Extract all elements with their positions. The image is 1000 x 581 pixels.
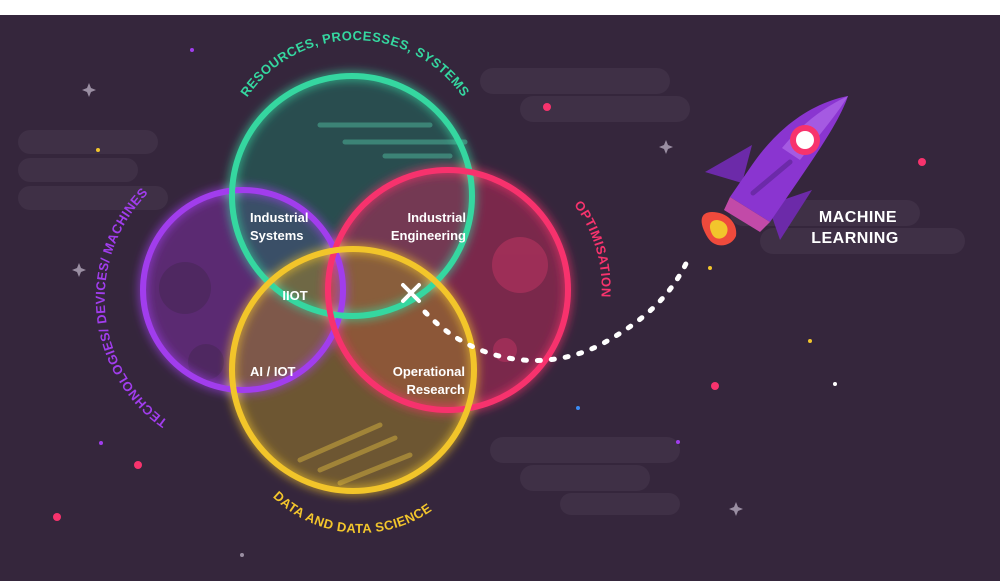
star-icon bbox=[72, 83, 743, 516]
region-label-operational-research-2: Research bbox=[406, 382, 465, 397]
rocket-icon bbox=[701, 96, 848, 246]
region-label-industrial-engineering-2: Engineering bbox=[391, 228, 466, 243]
rocket-trajectory bbox=[422, 252, 693, 363]
circle-technologies bbox=[140, 187, 346, 393]
region-label-industrial-systems-2: Systems bbox=[250, 228, 303, 243]
green-texture bbox=[317, 122, 468, 159]
venn-fills bbox=[143, 76, 568, 491]
moon-icon bbox=[159, 262, 224, 380]
region-label-ai-iot: AI / IOT bbox=[250, 364, 296, 379]
background-dots bbox=[53, 48, 926, 557]
machine-learning-label-1: MACHINE bbox=[819, 209, 897, 226]
region-label-operational-research-1: Operational bbox=[393, 364, 465, 379]
region-label-industrial-engineering-1: Industrial bbox=[407, 210, 466, 225]
venn-outlines bbox=[140, 73, 571, 494]
circle-data bbox=[229, 246, 477, 494]
circle-optimisation bbox=[325, 167, 571, 413]
region-label-iiot: IIOT bbox=[282, 288, 307, 303]
machine-learning-label-2: LEARNING bbox=[811, 230, 899, 247]
region-label-industrial-systems-1: Industrial bbox=[250, 210, 309, 225]
x-mark-icon bbox=[401, 283, 421, 303]
circle-resources bbox=[229, 73, 475, 319]
yellow-texture bbox=[297, 422, 413, 486]
